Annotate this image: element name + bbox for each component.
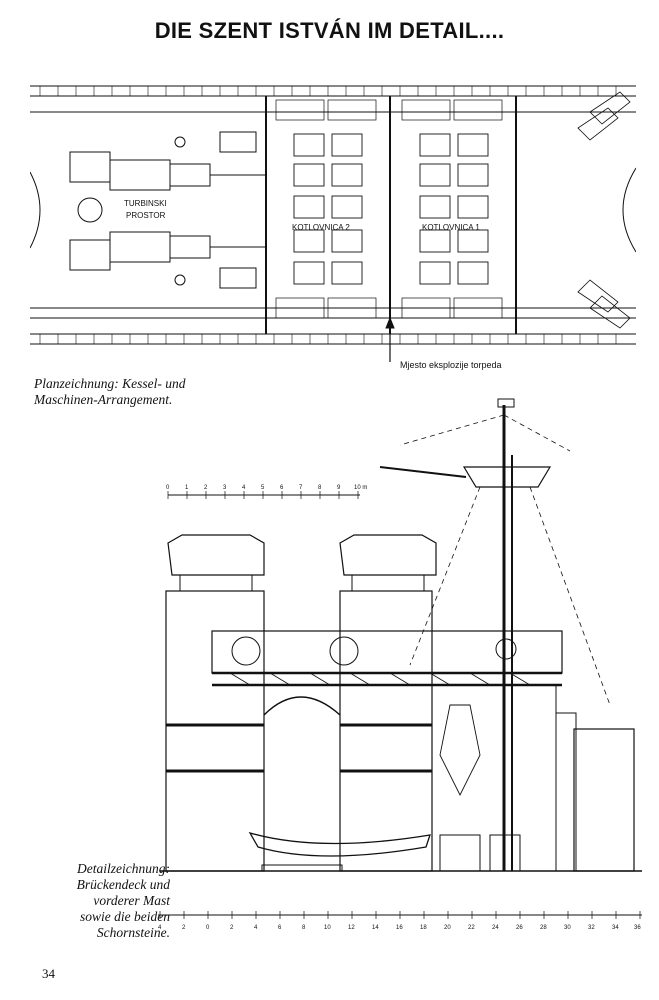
frame-label: 32 xyxy=(588,925,595,931)
frame-label: 4 xyxy=(254,925,258,931)
frame-label: 28 xyxy=(540,925,547,931)
detail-caption-line: Schornsteine. xyxy=(96,925,170,940)
page-title: DIE SZENT ISTVÁN IM DETAIL.... xyxy=(154,18,505,43)
scale-label: 5 xyxy=(261,485,265,491)
frame-label: 4 xyxy=(158,925,162,931)
label-turbine-room-1: TURBINSKI xyxy=(124,199,167,208)
label-boiler-room-2: KOTLOVNICA 2 xyxy=(292,223,350,232)
scale-label: 1 xyxy=(185,485,189,491)
frame-label: 24 xyxy=(492,925,499,931)
label-boiler-room-1: KOTLOVNICA 1 xyxy=(422,223,480,232)
plan-caption: Planzeichnung: Kessel- und Maschinen-Arr… xyxy=(34,376,234,408)
frame-label: 10 xyxy=(324,925,331,931)
scale-label: 8 xyxy=(318,485,322,491)
frame-label: 0 xyxy=(206,925,210,931)
boiler-machinery-plan-drawing: TURBINSKI PROSTOR KOTLOVNICA 2 KOTLOVNIC… xyxy=(30,85,636,370)
frame-label: 22 xyxy=(468,925,475,931)
frame-label: 34 xyxy=(612,925,619,931)
scale-label: 10 m xyxy=(354,485,367,491)
detail-caption-line: Brückendeck und xyxy=(76,877,170,892)
frame-label: 12 xyxy=(348,925,355,931)
frame-label: 6 xyxy=(278,925,282,931)
bridge-deck-mast-funnels-drawing: 0 1 2 3 4 5 6 7 8 9 10 m 4 2 0 2 4 6 8 1… xyxy=(158,398,642,931)
frame-label: 26 xyxy=(516,925,523,931)
frame-label: 14 xyxy=(372,925,379,931)
scale-label: 4 xyxy=(242,485,246,491)
label-torpedo-explosion: Mjesto eksplozije torpeda xyxy=(400,360,502,370)
frame-label: 30 xyxy=(564,925,571,931)
frame-label: 20 xyxy=(444,925,451,931)
page-number: 34 xyxy=(42,966,55,981)
frame-label: 18 xyxy=(420,925,427,931)
frame-label: 16 xyxy=(396,925,403,931)
scale-label: 0 xyxy=(166,485,170,491)
scale-label: 9 xyxy=(337,485,341,491)
frame-label: 8 xyxy=(302,925,306,931)
scale-label: 3 xyxy=(223,485,227,491)
detail-caption-line: vorderer Mast xyxy=(93,893,170,908)
detail-caption-line: Detailzeichnung: xyxy=(77,861,170,876)
plan-caption-line: Maschinen-Arrangement. xyxy=(34,392,173,407)
detail-caption-line: sowie die beiden xyxy=(80,909,170,924)
plan-caption-line: Planzeichnung: Kessel- und xyxy=(34,376,186,391)
label-turbine-room-2: PROSTOR xyxy=(126,211,166,220)
frame-label: 36 xyxy=(634,925,641,931)
detail-caption: Detailzeichnung: Brückendeck und vordere… xyxy=(40,861,170,941)
scale-label: 6 xyxy=(280,485,284,491)
scale-label: 2 xyxy=(204,485,208,491)
frame-label: 2 xyxy=(230,925,234,931)
frame-label: 2 xyxy=(182,925,186,931)
scale-label: 7 xyxy=(299,485,303,491)
